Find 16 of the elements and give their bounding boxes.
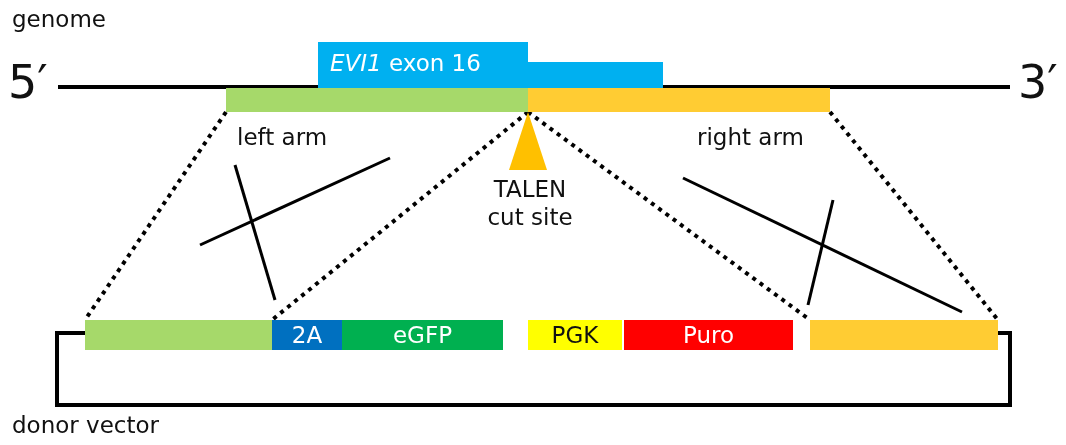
homology-line — [828, 110, 1000, 322]
cassette-segment: Puro — [624, 320, 793, 350]
section-title: donor vector — [12, 412, 160, 440]
homology-line — [270, 110, 530, 322]
end-label: 3′ — [1018, 55, 1058, 111]
cassette-segment: PGK — [528, 320, 622, 350]
cassette-segment: eGFP — [342, 320, 503, 350]
section-title: genome — [12, 6, 106, 34]
homology-arm-bar — [810, 320, 998, 350]
homology-arm-bar — [85, 320, 272, 350]
cassette-segment: 2A — [272, 320, 342, 350]
arm-label: right arm — [697, 124, 804, 152]
end-label: 5′ — [8, 55, 48, 111]
cut-site-label: TALEN cut site — [486, 176, 574, 232]
exon-label: EVI1 exon 16 — [330, 50, 481, 78]
arm-label: left arm — [237, 124, 328, 152]
